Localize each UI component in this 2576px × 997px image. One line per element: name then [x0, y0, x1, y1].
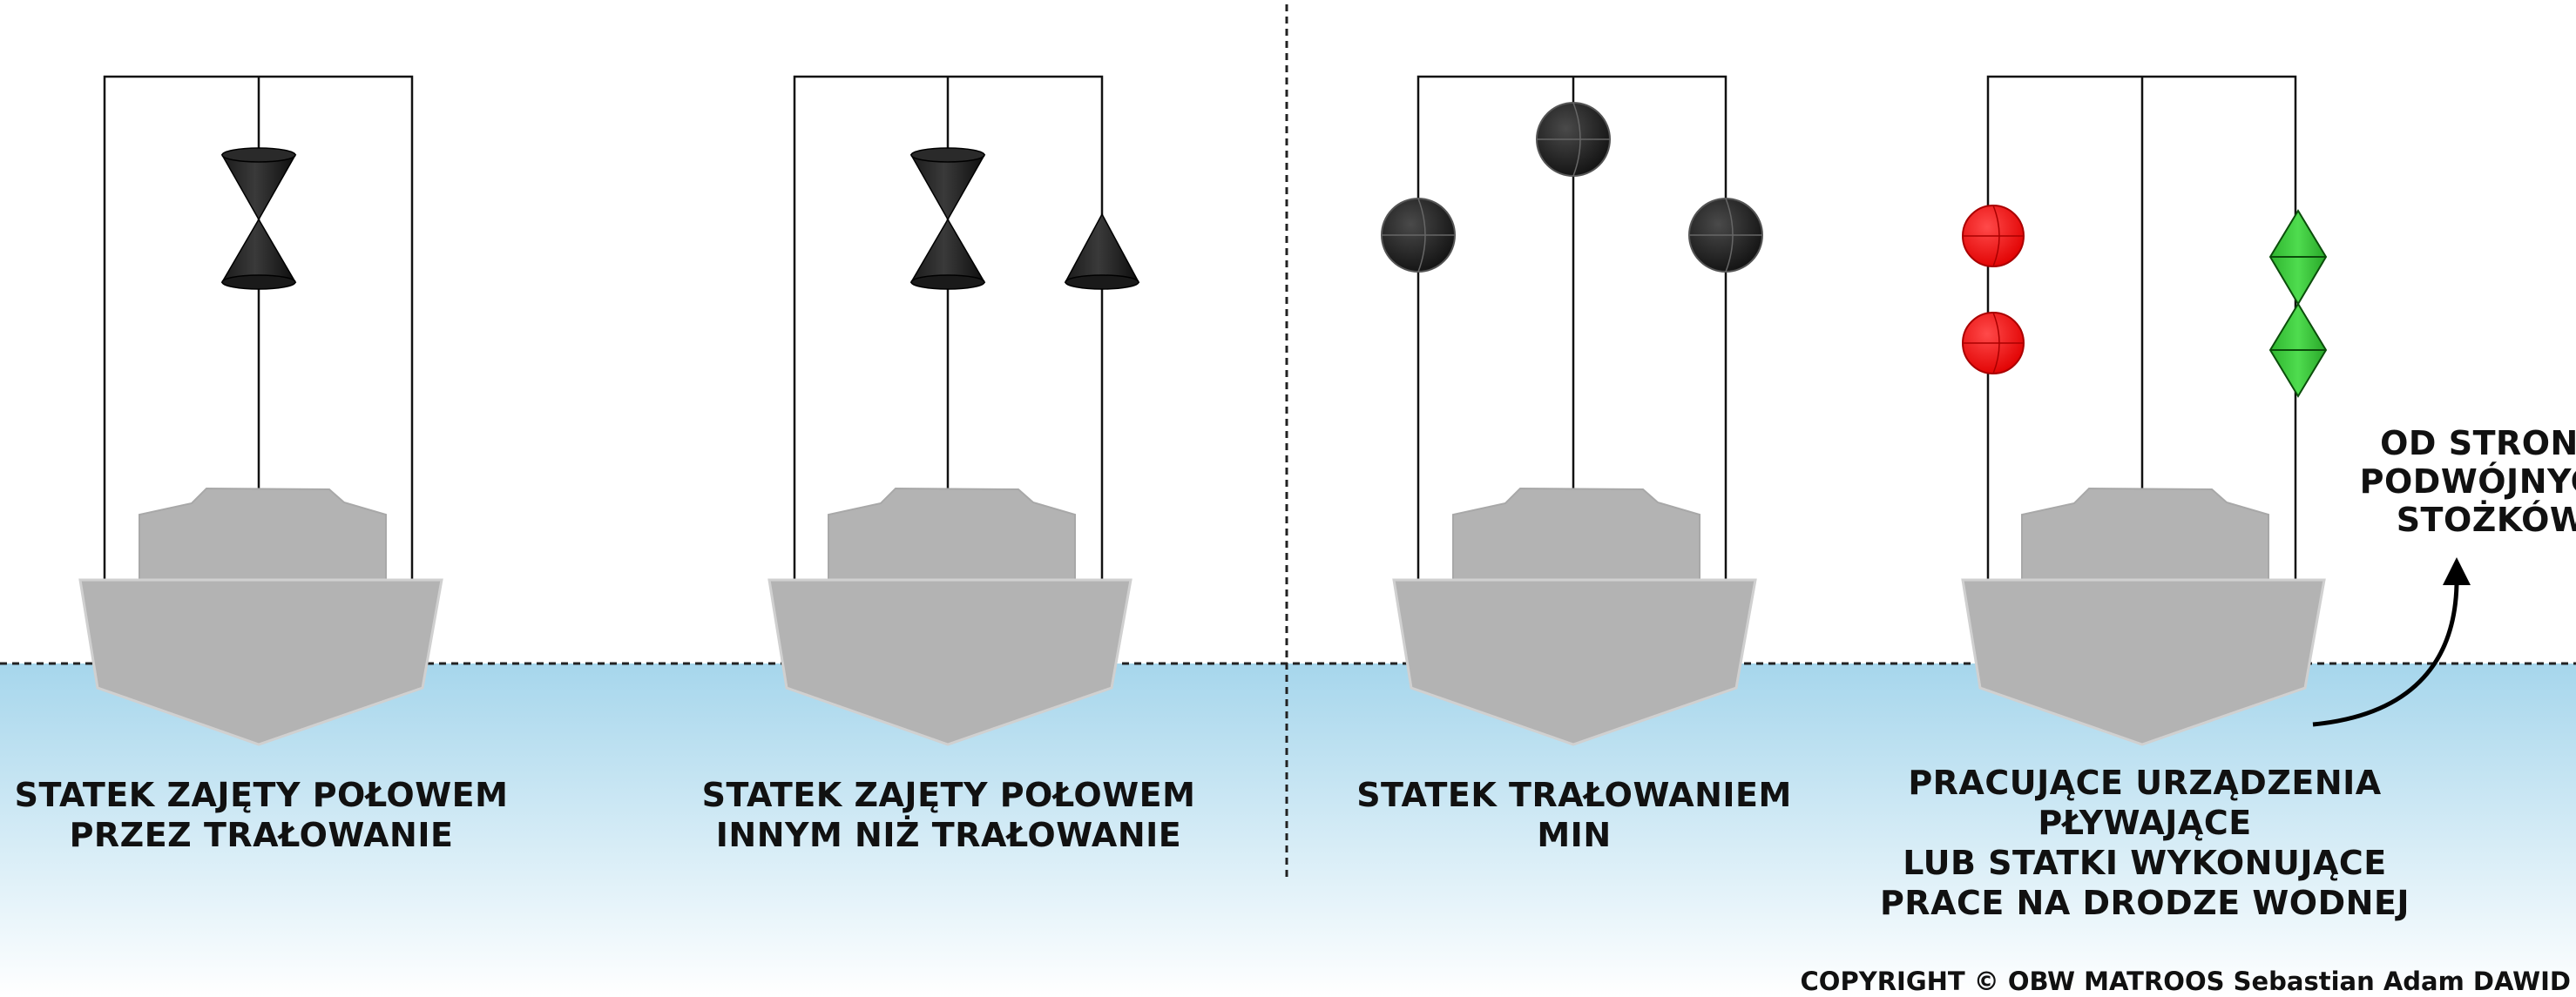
panel-trawling: [78, 75, 443, 746]
caption-floating-equipment: PRACUJĄCE URZĄDZENIA PŁYWAJĄCE LUB STATK…: [1880, 763, 2410, 923]
annotation-double-cones-side: OD STRONY PODWÓJNYCH STOŻKÓW: [2360, 424, 2576, 539]
cone-point-up-signal: [1064, 212, 1140, 290]
caption-line: LUB STATKI WYKONUJĄCE: [1903, 844, 2387, 882]
caption-trawling: STATEK ZAJĘTY POŁOWEM PRZEZ TRAŁOWANIE: [15, 775, 509, 855]
panel-fishing-other: [767, 75, 1140, 746]
red-ball-signal: [1962, 312, 2025, 374]
ship-hull: [78, 487, 443, 746]
annotation-line: OD STRONY: [2380, 424, 2576, 462]
caption-line: STATEK ZAJĘTY POŁOWEM: [701, 776, 1196, 814]
black-ball-signal: [1536, 102, 1611, 177]
annotation-line: PODWÓJNYCH: [2359, 462, 2576, 501]
caption-line: PRACE NA DRODZE WODNEJ: [1879, 884, 2410, 922]
copyright-notice: COPYRIGHT © OBW MATROOS Sebastian Adam D…: [1800, 967, 2571, 996]
ship-hull: [1392, 487, 1757, 746]
caption-line: STATEK ZAJĘTY POŁOWEM: [14, 776, 509, 814]
caption-line: INNYM NIŻ TRAŁOWANIE: [715, 816, 1182, 854]
caption-line: PŁYWAJĄCE: [2038, 804, 2252, 842]
green-double-cone-signal: [2268, 209, 2328, 306]
black-ball-signal: [1381, 198, 1456, 273]
green-double-cone-signal: [2268, 302, 2328, 398]
red-ball-signal: [1962, 205, 2025, 267]
double-cone-signal: [220, 147, 297, 290]
black-ball-signal: [1688, 198, 1763, 273]
caption-line: PRACUJĄCE URZĄDZENIA: [1908, 764, 2382, 802]
panel-floating-equipment: [1961, 75, 2471, 746]
panel-minesweeping: [1381, 75, 1763, 746]
ship-hull: [1961, 487, 2326, 746]
ship-hull: [767, 487, 1132, 746]
caption-fishing-other: STATEK ZAJĘTY POŁOWEM INNYM NIŻ TRAŁOWAN…: [702, 775, 1196, 855]
double-cone-signal: [909, 147, 986, 290]
caption-line: MIN: [1537, 816, 1612, 854]
caption-line: PRZEZ TRAŁOWANIE: [69, 816, 454, 854]
annotation-line: STOŻKÓW: [2396, 501, 2576, 539]
caption-minesweeping: STATEK TRAŁOWANIEM MIN: [1356, 775, 1792, 855]
curved-arrow: [2312, 557, 2471, 727]
caption-line: STATEK TRAŁOWANIEM: [1356, 776, 1792, 814]
mast-frame: [1416, 75, 1727, 580]
